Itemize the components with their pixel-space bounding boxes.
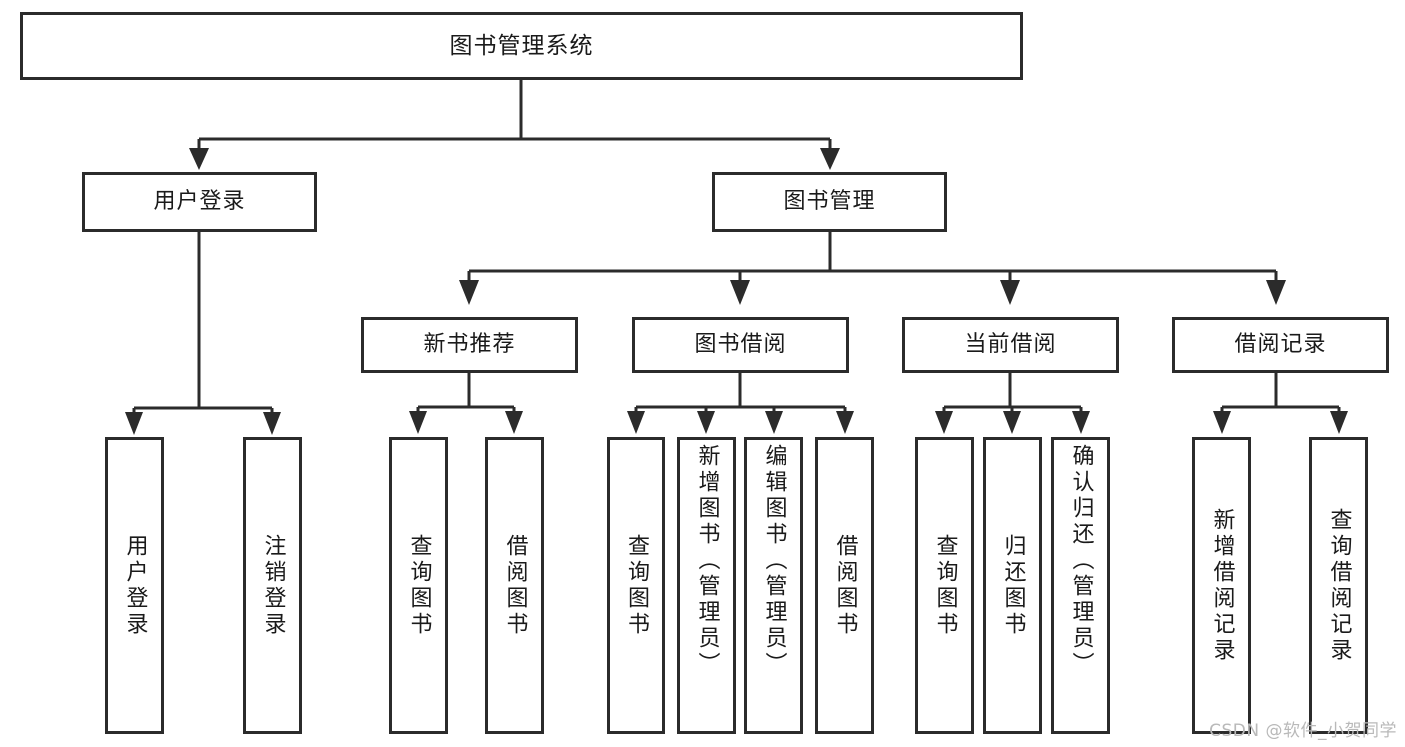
leaf-bb-borrow-book[interactable]: 借阅图书	[815, 437, 874, 734]
arrow-current-borrow	[1000, 280, 1020, 305]
leaf-label: 查询图书	[932, 533, 958, 638]
arrow-cb-leaf-2	[1003, 411, 1021, 434]
node-label: 当前借阅	[964, 332, 1057, 358]
leaf-label: 借阅图书	[502, 533, 528, 638]
arrow-user-login	[189, 148, 209, 170]
leaf-label: 确认归还（管理员）	[1068, 444, 1094, 678]
arrow-leaf-user-login	[125, 412, 143, 435]
leaf-cb-return-book[interactable]: 归还图书	[983, 437, 1042, 734]
leaf-label: 查询借阅记录	[1326, 507, 1352, 664]
leaf-cb-confirm-return-admin[interactable]: 确认归还（管理员）	[1051, 437, 1110, 734]
leaf-bb-add-book-admin[interactable]: 新增图书（管理员）	[677, 437, 736, 734]
node-current-borrow[interactable]: 当前借阅	[902, 317, 1119, 373]
arrow-bb-leaf-4	[836, 411, 854, 434]
node-label: 图书管理系统	[449, 32, 594, 59]
node-new-book-recommend[interactable]: 新书推荐	[361, 317, 578, 373]
node-book-management[interactable]: 图书管理	[712, 172, 947, 232]
arrow-cb-leaf-1	[935, 411, 953, 434]
node-borrow-records[interactable]: 借阅记录	[1172, 317, 1389, 373]
leaf-user-logout[interactable]: 注销登录	[243, 437, 302, 734]
leaf-user-login-query[interactable]: 用户登录	[105, 437, 164, 734]
leaf-label: 借阅图书	[832, 533, 858, 638]
leaf-br-add-record[interactable]: 新增借阅记录	[1192, 437, 1251, 734]
leaf-label: 查询图书	[624, 533, 649, 638]
leaf-label: 新增借阅记录	[1209, 507, 1235, 664]
arrow-borrow-records	[1266, 280, 1286, 305]
arrow-book-manage	[820, 148, 840, 170]
arrow-nbr-leaf-2	[505, 411, 523, 434]
arrow-bb-leaf-2	[697, 411, 715, 434]
node-label: 新书推荐	[423, 332, 516, 358]
leaf-br-query-record[interactable]: 查询借阅记录	[1309, 437, 1368, 734]
node-label: 用户登录	[153, 189, 246, 215]
arrow-leaf-logout	[263, 412, 281, 435]
leaf-cb-query-book[interactable]: 查询图书	[915, 437, 974, 734]
leaf-bb-edit-book-admin[interactable]: 编辑图书（管理员）	[744, 437, 803, 734]
arrow-br-leaf-2	[1330, 411, 1348, 434]
node-label: 图书管理	[783, 189, 876, 215]
node-user-login[interactable]: 用户登录	[82, 172, 317, 232]
arrow-new-book-recommend	[459, 280, 479, 305]
leaf-nbr-borrow-book[interactable]: 借阅图书	[485, 437, 544, 734]
leaf-label: 新增图书（管理员）	[694, 444, 720, 678]
arrow-nbr-leaf-1	[409, 411, 427, 434]
leaf-bb-query-book[interactable]: 查询图书	[607, 437, 665, 734]
arrow-bb-leaf-1	[627, 411, 645, 434]
leaf-label: 用户登录	[122, 533, 148, 638]
leaf-label: 查询图书	[406, 533, 432, 638]
arrow-br-leaf-1	[1213, 411, 1231, 434]
arrow-bb-leaf-3	[765, 411, 783, 434]
arrow-book-borrow	[730, 280, 750, 305]
arrow-cb-leaf-3	[1072, 411, 1090, 434]
leaf-label: 编辑图书（管理员）	[761, 444, 787, 678]
node-label: 图书借阅	[694, 332, 787, 358]
node-label: 借阅记录	[1234, 332, 1327, 358]
node-root-book-management-system[interactable]: 图书管理系统	[20, 12, 1023, 80]
leaf-nbr-query-book[interactable]: 查询图书	[389, 437, 448, 734]
watermark-text: CSDN @软件_小贺同学	[1209, 721, 1397, 741]
leaf-label: 归还图书	[1000, 533, 1026, 638]
leaf-label: 注销登录	[260, 533, 286, 638]
node-book-borrow[interactable]: 图书借阅	[632, 317, 849, 373]
